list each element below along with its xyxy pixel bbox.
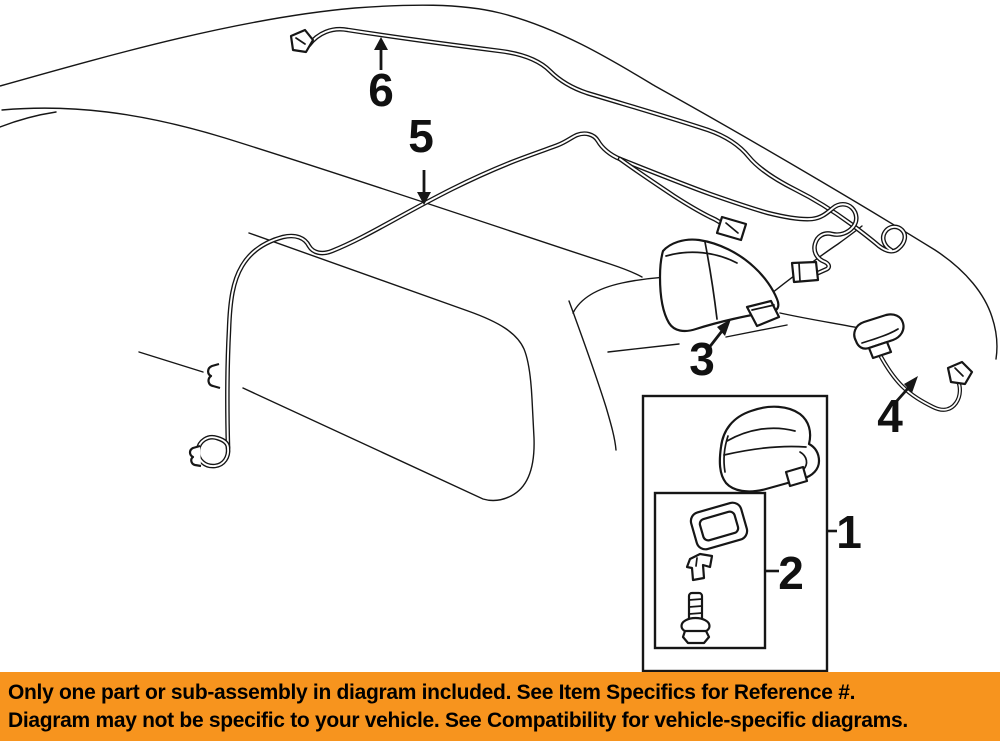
bolt-threads [688,598,703,615]
shark-fin-antenna-3 [658,238,781,333]
module-base-tab [784,465,809,488]
parts-diagram: 6 5 3 4 1 2 [0,4,998,673]
callout-1-number: 1 [836,506,862,558]
roof-top-edge [0,4,998,360]
callout-5: 5 [408,110,434,205]
callout-2: 2 [766,547,804,599]
fin-base-tab [745,299,781,328]
roof-side-rail-stub [0,111,57,128]
callout-4-number: 4 [877,390,903,442]
callout-3-number: 3 [689,333,715,385]
parts-box-1 [641,394,829,673]
disclaimer-line-1: Only one part or sub-assembly in diagram… [8,680,856,704]
callout-1: 1 [827,506,862,558]
antenna-cable-6 [289,29,905,251]
harness-clip-upper [207,362,221,390]
callout-4: 4 [877,376,918,442]
callout-3-arrow-line [706,330,724,350]
hardware-box-2 [653,491,767,650]
wiring-harness-5 [188,134,856,468]
clip-outline [685,552,714,582]
antenna-cable-4 [853,313,974,409]
gasket-drawing [689,501,749,551]
liftgate-edge-dash-2 [725,324,788,338]
clip-pointer-line [138,351,204,373]
harness-connector-end-detail [798,262,801,282]
clip-detail [695,557,698,567]
fin-inner-line [704,241,718,320]
callout-3: 3 [689,319,731,385]
disclaimer-line-2: Diagram may not be specific to your vehi… [8,708,908,732]
parts-diagram-area: 6 5 3 4 1 2 [0,4,998,673]
bolt-drawing [680,591,711,645]
cable-4-connector-detail [861,328,899,344]
pillar-curve [568,300,617,451]
fin-ridge-line [665,251,738,264]
roof-outline [0,4,998,502]
antenna-module-drawing [718,405,821,493]
callout-6-number: 6 [368,64,394,116]
disclaimer-banner: Only one part or sub-assembly in diagram… [0,672,1000,741]
callout-5-number: 5 [408,110,434,162]
fin-base-tab-detail [751,304,775,311]
harness-connector-end [790,260,820,284]
callout-4-arrowhead-icon [904,376,918,393]
module-base-line [723,445,807,456]
module-ridge-line [726,427,796,442]
antenna-mound-right [767,225,863,297]
roof-side-rail [1,107,643,278]
gasket-inner [698,510,740,542]
harness-clip-lower [188,444,202,468]
module-left-detail [723,435,729,473]
bolt-hex-head [681,629,711,645]
cable-4-connector-tab [867,340,893,360]
callout-6-arrowhead-icon [374,37,388,50]
clip-drawing [685,552,714,582]
spoiler-edge [779,312,865,330]
callout-2-number: 2 [778,547,804,599]
callout-5-arrowhead-icon [417,192,431,205]
harness-connector-branch-detail [725,222,739,234]
liftgate-edge-dash-1 [607,343,680,353]
cable-4-end-fitting-detail [954,367,964,377]
callout-3-arrowhead-icon [717,319,731,336]
rear-glass-outline [242,232,535,502]
cable-4-connector-head [853,313,905,350]
cable-6-connector-detail [295,37,306,45]
callout-6: 6 [368,37,394,116]
